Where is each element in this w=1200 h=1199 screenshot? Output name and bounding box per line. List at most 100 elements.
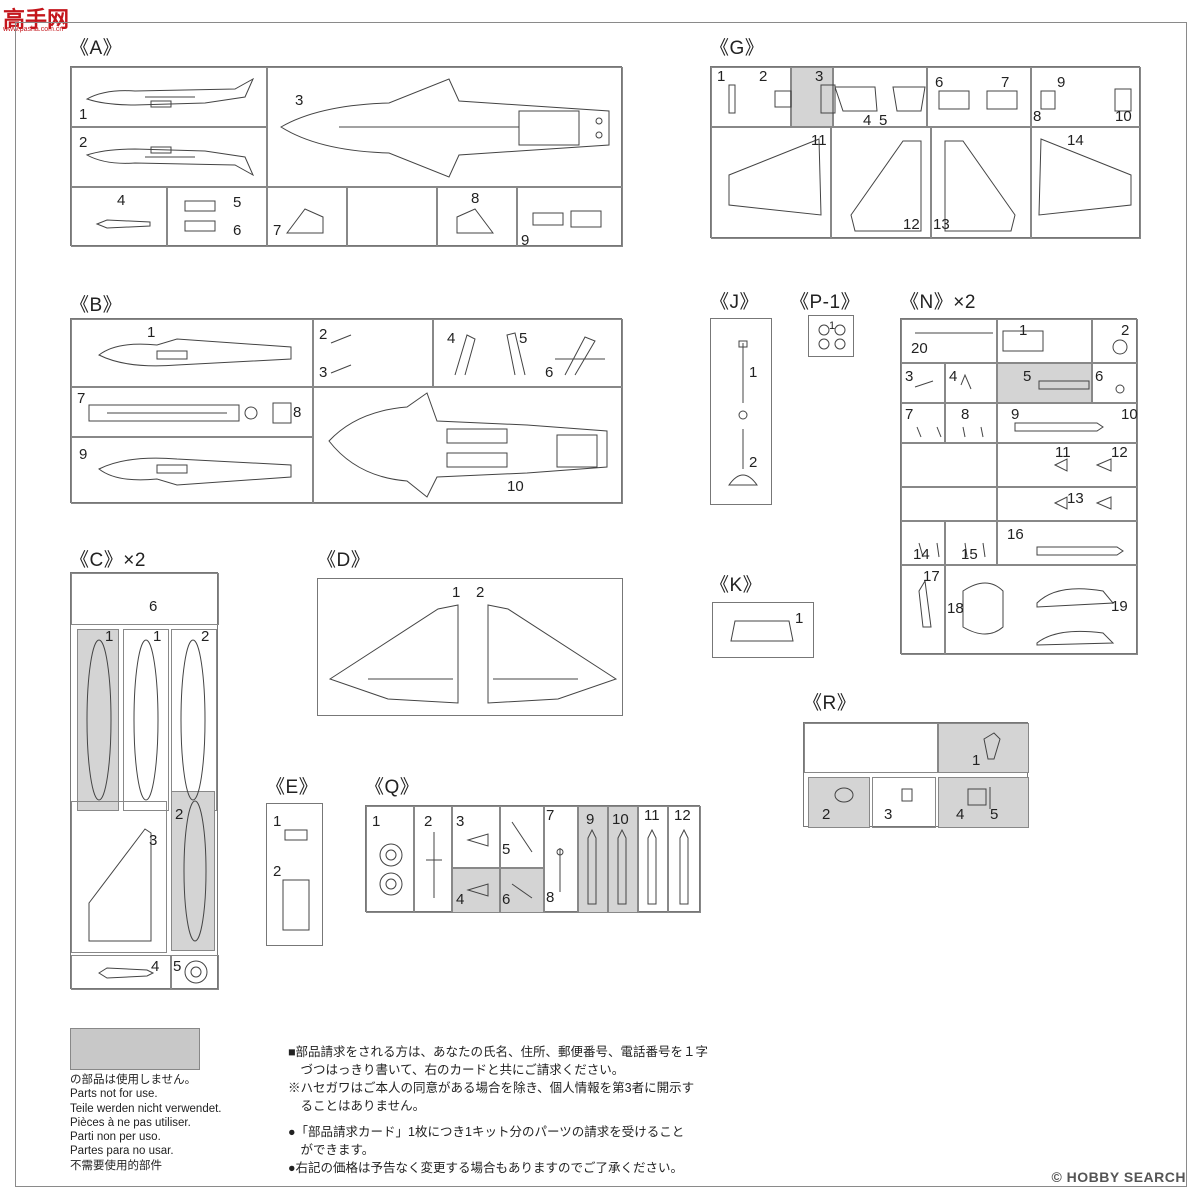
sprue-n-cell-7 bbox=[901, 403, 945, 443]
landing-gear-parts bbox=[454, 332, 605, 376]
stabilizer-parts bbox=[728, 138, 1132, 232]
sprue-b-cell-1 bbox=[71, 319, 313, 387]
cockpit-tub-part bbox=[88, 404, 258, 422]
part-number: 2 bbox=[424, 813, 433, 830]
part-number: 6 bbox=[1095, 368, 1104, 385]
part-number: 1 bbox=[452, 584, 461, 601]
sprue-q: 1 2 3 4 5 6 7 8 9 10 11 12 bbox=[365, 805, 701, 913]
legend-line: Parts not for use. bbox=[70, 1088, 158, 1101]
sprue-q-cell-78 bbox=[544, 806, 578, 913]
part-number: 1 bbox=[273, 813, 282, 830]
part-number: 2 bbox=[476, 584, 485, 601]
part-number: 19 bbox=[1111, 598, 1128, 615]
sprue-g-cell-12b bbox=[831, 127, 931, 239]
part-number: 2 bbox=[175, 806, 184, 823]
small-part bbox=[466, 883, 489, 897]
part-number: 1 bbox=[1019, 322, 1028, 339]
sprue-a: 1 2 3 4 5 6 7 8 9 bbox=[70, 66, 623, 249]
sprue-q-cell-5 bbox=[500, 806, 544, 868]
sprue-c: 6 1 1 2 3 2 4 5 bbox=[70, 572, 219, 990]
part-number: 1 bbox=[105, 628, 114, 645]
wheel-part bbox=[184, 960, 208, 984]
note-line bbox=[288, 1115, 758, 1123]
unused-parts-swatch bbox=[70, 1028, 200, 1070]
part-number: 3 bbox=[905, 368, 914, 385]
sprue-n-cell-2 bbox=[1092, 319, 1138, 363]
sprue-d-label: 《D》 bbox=[317, 550, 371, 571]
note-line: ることはありません。 bbox=[288, 1099, 426, 1113]
sprue-a-cell-3 bbox=[267, 67, 623, 187]
part-number: 2 bbox=[759, 68, 768, 85]
sprue-a-cell-4 bbox=[71, 187, 167, 247]
sprue-g-cell-13 bbox=[931, 127, 1031, 239]
canopy-part bbox=[730, 620, 794, 642]
sprue-c-cell-6 bbox=[71, 573, 219, 625]
sprue-n-cell-4 bbox=[945, 363, 997, 403]
sprue-n-cell-11-12 bbox=[997, 443, 1138, 487]
sprue-n-cell-14 bbox=[901, 521, 945, 565]
sprue-n-cell-9-10 bbox=[997, 403, 1138, 443]
cockpit-half-part bbox=[98, 457, 292, 486]
sprue-b: 1 2 3 4 5 6 7 8 9 10 bbox=[70, 318, 623, 504]
part-number: 4 bbox=[863, 112, 872, 129]
part-number: 8 bbox=[961, 406, 970, 423]
panel-part bbox=[272, 402, 292, 424]
sprue-n-cell-15 bbox=[945, 521, 997, 565]
fuselage-half-part bbox=[85, 146, 255, 177]
small-part bbox=[556, 848, 564, 892]
small-parts-row bbox=[728, 84, 1132, 114]
sprue-a-cell-2 bbox=[71, 127, 267, 187]
sprue-g-cell-11 bbox=[711, 127, 831, 239]
sprue-n-cell-16 bbox=[997, 521, 1138, 565]
sprue-c-cell-2-unused bbox=[171, 791, 215, 951]
legend-line: Pièces à ne pas utiliser. bbox=[70, 1116, 191, 1129]
part-number: 1 bbox=[749, 364, 758, 381]
cockpit-half-part bbox=[98, 338, 292, 367]
sprue-j-label: 《J》 bbox=[710, 292, 760, 313]
watermark-logo: 高手网 www.pasha.com.cn bbox=[3, 2, 73, 34]
part-number: 2 bbox=[319, 326, 328, 343]
missile-parts bbox=[587, 828, 689, 905]
note-line: ※ハセガワはご本人の同意がある場合を除き、個人情報を第3者に開示す bbox=[288, 1081, 695, 1095]
part-number: 2 bbox=[79, 134, 88, 151]
sprue-g-cell-14 bbox=[1031, 127, 1141, 239]
sprue-g-cell-3-unused bbox=[791, 67, 833, 127]
sprue-b-cell-456 bbox=[433, 319, 623, 387]
pylon-part bbox=[88, 828, 152, 942]
missile-part bbox=[95, 219, 151, 229]
sprue-a-label: 《A》 bbox=[70, 38, 123, 59]
nozzle-part bbox=[532, 210, 602, 228]
probe-parts bbox=[728, 340, 758, 486]
note-line: ●「部品請求カード」1枚につき1キット分のパーツの請求を受けること bbox=[288, 1125, 685, 1139]
poly-cap-parts bbox=[818, 324, 846, 350]
parts-sheet-frame bbox=[15, 22, 1187, 1187]
sprue-q-cell-1 bbox=[366, 806, 414, 913]
sprue-n-cell-1 bbox=[997, 319, 1092, 363]
sprue-r: 1 2 3 4 5 bbox=[803, 722, 1029, 828]
wheel-parts bbox=[379, 843, 403, 896]
sprue-c-cell-5 bbox=[171, 955, 219, 990]
upper-fuselage-part bbox=[328, 392, 608, 498]
note-line: ができます。 bbox=[288, 1143, 375, 1157]
sprue-n-cell-8 bbox=[945, 403, 997, 443]
sprue-p1: 1 bbox=[808, 315, 854, 357]
pod-part bbox=[184, 200, 216, 232]
sprue-c-label: 《C》×2 bbox=[70, 550, 146, 571]
part-number: 7 bbox=[1001, 74, 1010, 91]
sprue-q-cell-10-unused bbox=[608, 806, 638, 913]
sprue-c-cell-3 bbox=[71, 801, 167, 953]
fin-part bbox=[456, 208, 494, 234]
part-number: 20 bbox=[911, 340, 928, 357]
small-part bbox=[466, 833, 489, 847]
sprue-n-cell-17 bbox=[901, 565, 945, 655]
part-number: 18 bbox=[947, 600, 964, 617]
sprue-b-cell-78 bbox=[71, 387, 313, 437]
gear-strut-part bbox=[426, 832, 442, 898]
part-number: 5 bbox=[879, 112, 888, 129]
sprue-b-label: 《B》 bbox=[70, 295, 123, 316]
sprue-q-cell-2 bbox=[414, 806, 452, 913]
part-number: 2 bbox=[201, 628, 210, 645]
sprue-c-cell-1-unused bbox=[77, 629, 119, 811]
part-number: 8 bbox=[471, 190, 480, 207]
part-number: 14 bbox=[913, 546, 930, 563]
